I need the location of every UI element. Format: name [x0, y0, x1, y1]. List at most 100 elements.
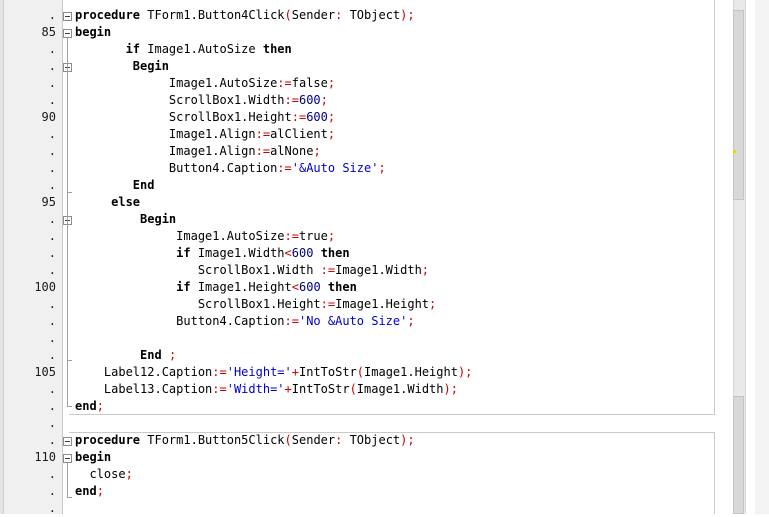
line-number: .: [48, 8, 56, 22]
line-number: .: [48, 161, 56, 175]
symbol-token: :=: [291, 110, 307, 124]
procedure-separator: [69, 414, 715, 415]
keyword-token: Begin: [140, 212, 177, 226]
code-token: IntToStr: [291, 382, 350, 396]
fold-toggle-icon[interactable]: [63, 29, 72, 38]
keyword-token: begin: [75, 25, 112, 39]
keyword-token: begin: [75, 450, 112, 464]
symbol-token: <: [291, 280, 299, 294]
fold-toggle-icon[interactable]: [63, 437, 72, 446]
code-token: TObject: [342, 433, 401, 447]
line-number: .: [48, 246, 56, 260]
code-token: Image1.Align: [75, 144, 256, 158]
keyword-token: Begin: [132, 59, 169, 73]
line-number: .: [48, 297, 56, 311]
line-number: 105: [34, 365, 56, 379]
code-token: ScrollBox1.Height: [75, 110, 292, 124]
code-token: Image1.Width: [335, 263, 422, 277]
keyword-token: End: [140, 348, 162, 362]
fold-toggle-icon[interactable]: [63, 454, 72, 463]
side-panel-strip: [755, 0, 769, 514]
code-token: Button4.Caption: [75, 161, 278, 175]
symbol-token: +: [291, 365, 299, 379]
symbol-token: (: [284, 8, 292, 22]
code-token: [75, 42, 126, 56]
symbol-token: ;: [327, 127, 336, 141]
code-line: Label12.Caption:='Height='+IntToStr(Imag…: [75, 364, 473, 381]
procedure-separator: [69, 432, 715, 433]
code-line: Image1.AutoSize:=false;: [75, 75, 335, 92]
code-line: End: [75, 177, 155, 194]
keyword-token: else: [111, 195, 141, 209]
code-line: End ;: [75, 347, 176, 364]
symbol-token: ;: [313, 144, 321, 158]
string-token: 'No &Auto Size': [298, 314, 408, 328]
symbol-token: (: [349, 382, 357, 396]
line-number: .: [48, 484, 56, 498]
scrollbar-thumb[interactable]: [733, 10, 744, 200]
line-number: .: [48, 263, 56, 277]
symbol-token: :=: [320, 263, 336, 277]
code-line: if Image1.AutoSize then: [75, 41, 292, 58]
string-token: 'Width=': [226, 382, 285, 396]
code-line: close;: [75, 466, 133, 483]
symbol-token: ;: [96, 399, 104, 413]
line-number: .: [48, 433, 56, 447]
line-number-gutter: [0, 0, 63, 514]
line-number: .: [48, 212, 56, 226]
symbol-token: ;: [125, 467, 133, 481]
line-number: .: [48, 348, 56, 362]
symbol-token: );: [400, 433, 415, 447]
keyword-token: then: [320, 246, 350, 260]
fold-guide-line: [67, 225, 68, 360]
keyword-token: procedure: [75, 8, 141, 22]
keyword-token: procedure: [75, 433, 141, 447]
fold-toggle-icon[interactable]: [63, 12, 72, 21]
line-number: .: [48, 331, 56, 345]
line-number: .: [48, 501, 56, 515]
code-line: end;: [75, 398, 104, 415]
code-line: Begin: [75, 211, 176, 228]
code-token: [313, 246, 320, 260]
symbol-token: ;: [327, 229, 336, 243]
keyword-token: End: [132, 178, 155, 192]
number-token: 600: [291, 246, 314, 260]
symbol-token: :: [335, 433, 343, 447]
symbol-token: :=: [320, 297, 336, 311]
code-line: procedure TForm1.Button4Click(Sender: TO…: [75, 7, 415, 24]
number-token: 600: [299, 280, 321, 294]
number-token: 600: [298, 93, 321, 107]
fold-guide-line: [67, 72, 68, 192]
fold-guide-end: [67, 192, 72, 193]
symbol-token: +: [284, 382, 292, 396]
line-number: .: [48, 127, 56, 141]
line-number: .: [48, 399, 56, 413]
line-number: .: [48, 314, 56, 328]
code-line: procedure TForm1.Button5Click(Sender: TO…: [75, 432, 415, 449]
code-line: ScrollBox1.Width:=600;: [75, 92, 328, 109]
right-margin-line: [714, 432, 715, 514]
code-token: [75, 280, 176, 294]
code-token: Image1.Width: [190, 246, 285, 260]
keyword-token: then: [327, 280, 357, 294]
line-number: 90: [41, 110, 56, 124]
line-number: 110: [34, 450, 56, 464]
line-number: .: [48, 178, 56, 192]
keyword-token: end: [75, 484, 97, 498]
code-line: Image1.AutoSize:=true;: [75, 228, 335, 245]
line-number: 100: [34, 280, 56, 294]
code-token: Image1.AutoSize: [140, 42, 263, 56]
bookmark-marker-icon: [733, 150, 736, 153]
symbol-token: ;: [378, 161, 386, 175]
code-token: [75, 246, 176, 260]
right-margin-line: [714, 0, 715, 415]
symbol-token: );: [400, 8, 415, 22]
code-line: Button4.Caption:='No &Auto Size';: [75, 313, 414, 330]
symbol-token: :=: [277, 161, 292, 175]
scrollbar-thumb-lower[interactable]: [733, 396, 744, 514]
keyword-token: if: [176, 280, 191, 294]
code-line: begin: [75, 449, 111, 466]
code-line: ScrollBox1.Height:=600;: [75, 109, 335, 126]
code-line: ScrollBox1.Width :=Image1.Width;: [75, 262, 429, 279]
code-token: ScrollBox1.Width: [75, 263, 321, 277]
